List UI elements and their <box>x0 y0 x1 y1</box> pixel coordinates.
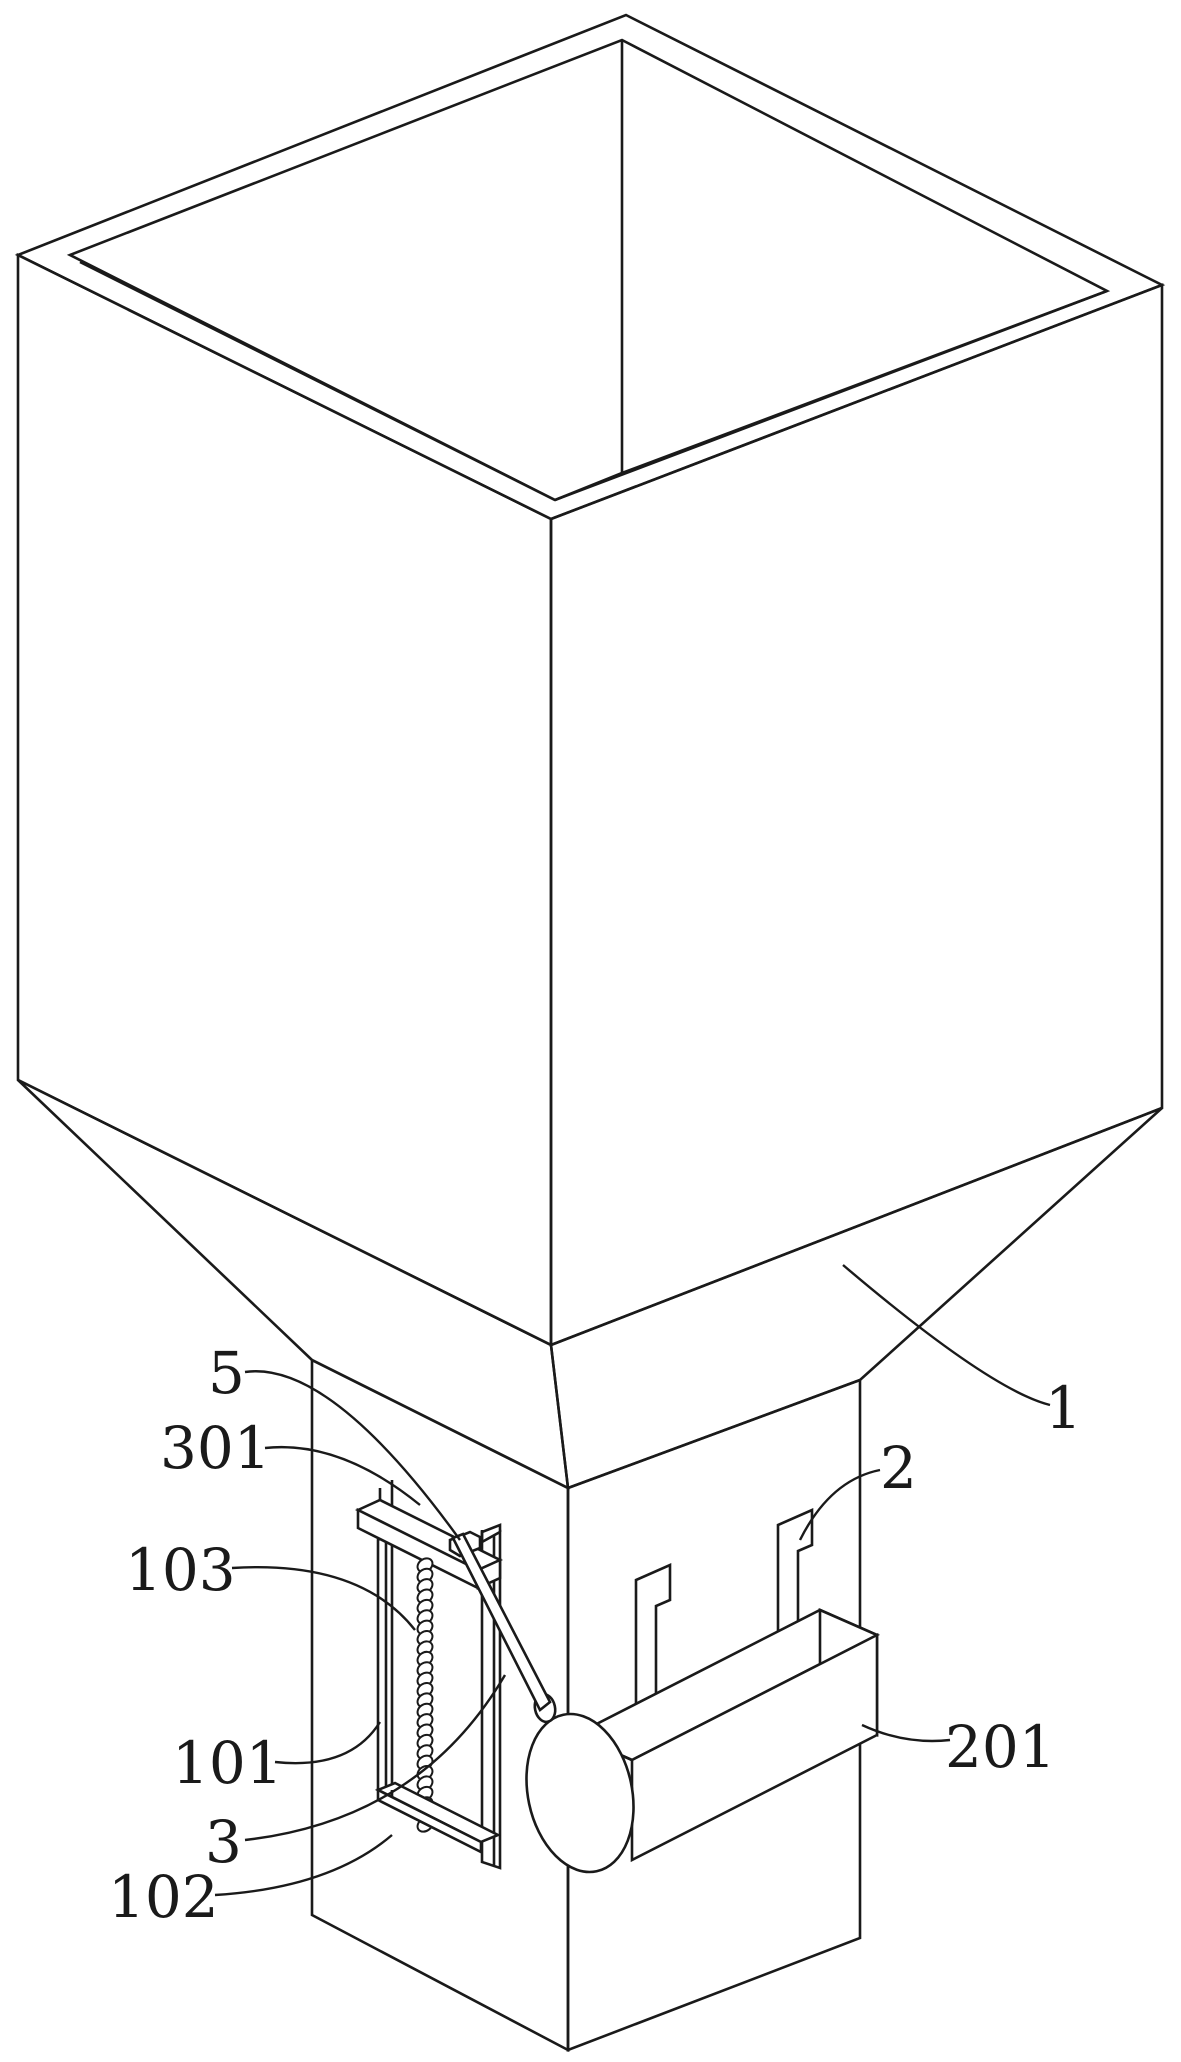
leader-2 <box>798 1468 881 1541</box>
bracket-left <box>634 1563 672 1740</box>
flywheel-disc <box>525 1712 635 1874</box>
leader-101 <box>274 1721 382 1765</box>
hopper-inner-floor-left <box>79 260 556 502</box>
hopper-rim-inner <box>66 38 1111 502</box>
crank-rod <box>451 1532 552 1713</box>
spring <box>416 1557 434 1833</box>
hopper-left-face <box>16 252 553 1348</box>
leader-201 <box>861 1723 951 1743</box>
leader-301 <box>264 1446 421 1506</box>
motor <box>525 1608 881 1874</box>
label-slider-block: 301 <box>160 1414 271 1482</box>
bracket-right <box>776 1508 814 1688</box>
label-base-plate: 102 <box>108 1863 219 1931</box>
leader-3 <box>244 1674 507 1842</box>
hopper <box>14 13 1166 1491</box>
outlet-left-face <box>310 1357 570 2053</box>
leader-lines <box>214 1264 1051 1897</box>
hopper-right-face <box>549 283 1164 1347</box>
label-spring: 103 <box>125 1536 236 1604</box>
base-plate-top <box>374 1781 502 1844</box>
label-pin: 5 <box>208 1339 245 1407</box>
label-hopper: 1 <box>1045 1374 1082 1442</box>
motor-bracket <box>634 1508 814 1740</box>
hopper-inner-floor-right2 <box>621 289 1108 475</box>
leader-1 <box>842 1264 1051 1407</box>
slide-mechanism <box>354 1480 552 1870</box>
label-crank-rod: 3 <box>205 1808 242 1876</box>
leader-102 <box>214 1834 393 1897</box>
leader-5 <box>244 1370 461 1541</box>
hopper-funnel-left <box>17 1078 570 1491</box>
label-motor-bracket: 2 <box>880 1434 917 1502</box>
reference-labels: 1 2 201 5 301 103 101 3 102 <box>108 1339 1082 1931</box>
base-plate-front <box>376 1787 483 1855</box>
hopper-rim-outer <box>14 13 1166 521</box>
hopper-inner-floor-right <box>554 471 623 502</box>
guide-rail-right-top-b <box>480 1523 502 1540</box>
leader-103 <box>231 1566 416 1631</box>
label-guide-rail: 101 <box>172 1729 283 1797</box>
label-motor: 201 <box>945 1713 1056 1781</box>
